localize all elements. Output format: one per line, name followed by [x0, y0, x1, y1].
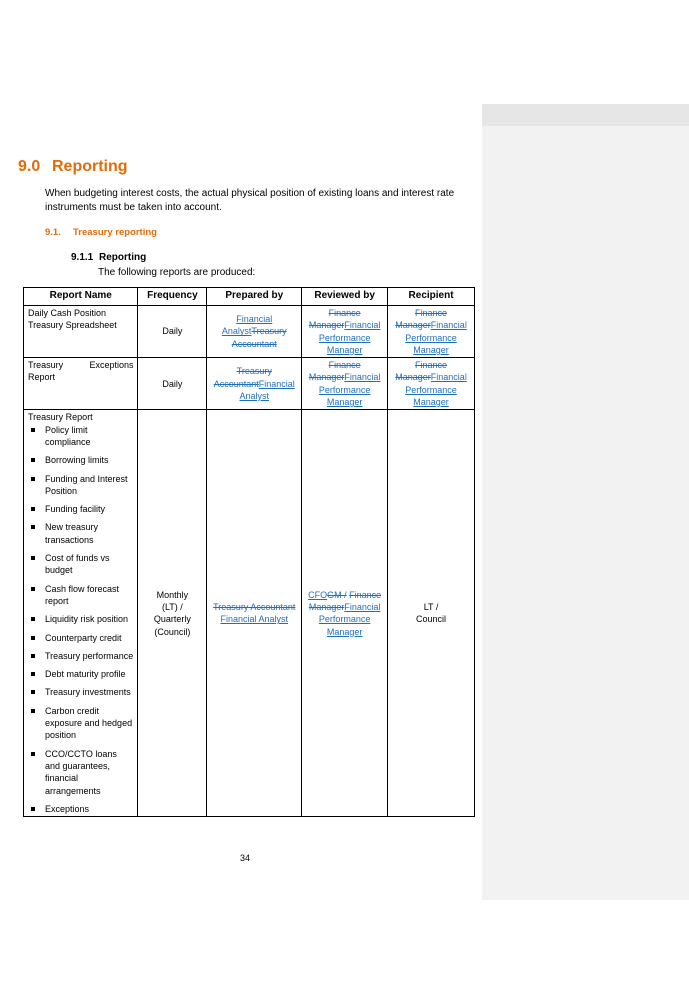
inserted-text: Financial Analyst [221, 314, 273, 337]
inserted-text: Financial Performance Manager [318, 320, 381, 355]
list-item: Liquidity risk position [28, 613, 133, 625]
lead-text: The following reports are produced: [98, 267, 256, 278]
inserted-text: CFO [308, 589, 328, 600]
inserted-text: Financial Performance Manager [318, 372, 381, 408]
prepared-by-cell: Treasury Accountant Financial Analyst [206, 409, 303, 818]
section-heading: 9.0 Reporting [18, 158, 128, 176]
table-row: Treasury Report Policy limit compliance … [22, 409, 475, 818]
list-item: CCO/CCTO loans and guarantees, financial… [28, 748, 133, 797]
list-item: Policy limit compliance [28, 424, 133, 449]
deleted-text: Finance Manager [308, 308, 361, 331]
frequency-line: Quarterly [153, 614, 191, 625]
reviewed-by-cell: Finance ManagerFinancial Performance Man… [301, 357, 389, 411]
comment-pane-header [482, 104, 689, 126]
report-name-word: Report [28, 372, 56, 383]
subsubsection-heading: 9.1.1 Reporting [71, 252, 146, 263]
list-item: New treasury transactions [28, 521, 133, 546]
deleted-text: Treasury Accountant [231, 326, 287, 349]
recipient-line: Council [416, 614, 447, 625]
inserted-text: Financial Performance Manager [318, 601, 381, 637]
table-header-row: Report Name Frequency Prepared by Review… [22, 287, 475, 306]
list-item: Exceptions [28, 803, 133, 815]
list-item: Carbon credit exposure and hedged positi… [28, 705, 133, 742]
recipient-cell: Finance ManagerFinancial Performance Man… [387, 304, 475, 359]
reports-table: Report Name Frequency Prepared by Review… [22, 287, 475, 818]
recipient-cell: Finance ManagerFinancial Performance Man… [387, 357, 475, 411]
frequency-cell: Daily [137, 304, 208, 359]
header-reviewed-by: Reviewed by [301, 287, 389, 306]
list-item: Funding and Interest Position [28, 473, 133, 498]
deleted-text: Finance Manager [308, 589, 382, 612]
frequency-line: Monthly [156, 589, 189, 600]
frequency-line: (Council) [154, 626, 191, 637]
list-item: Borrowing limits [28, 454, 133, 466]
header-recipient: Recipient [387, 287, 475, 306]
page-number: 34 [239, 853, 250, 863]
inserted-text: Financial Performance Manager [405, 372, 467, 408]
comment-pane [482, 104, 689, 900]
inserted-text: Financial Performance Manager [405, 320, 467, 355]
report-name-cell: Treasury Report Policy limit compliance … [22, 409, 139, 818]
deleted-text: Treasury Accountant [213, 366, 272, 389]
section-number: 9.0 [18, 158, 41, 175]
header-prepared-by: Prepared by [206, 287, 303, 306]
prepared-by-cell: Treasury AccountantFinancial Analyst [206, 357, 303, 411]
report-name: Treasury Report [28, 412, 93, 423]
inserted-text: Financial Analyst [239, 378, 295, 401]
deleted-text: Finance Manager [308, 360, 361, 383]
report-contents-list: Policy limit compliance Borrowing limits… [28, 424, 133, 815]
prepared-by-cell: Financial AnalystTreasury Accountant [206, 304, 303, 359]
subsubsection-title: Reporting [99, 252, 147, 263]
frequency-line: (LT) / [161, 601, 183, 612]
subsection-heading: 9.1. Treasury reporting [45, 227, 157, 238]
deleted-text: Treasury Accountant [213, 601, 296, 612]
list-item: Cash flow forecast report [28, 583, 133, 608]
frequency-cell: Monthly (LT) / Quarterly (Council) [137, 409, 208, 818]
frequency-cell: Daily [137, 357, 208, 411]
report-name-word: Exceptions [89, 360, 134, 371]
list-item: Funding facility [28, 503, 133, 515]
deleted-text: Finance Manager [395, 360, 448, 383]
report-name-cell: Daily Cash Position Treasury Spreadsheet [22, 304, 139, 359]
subsubsection-number: 9.1.1 [71, 252, 94, 263]
deleted-text: GM / [327, 589, 347, 600]
list-item: Treasury performance [28, 650, 133, 662]
deleted-text: Finance Manager [395, 308, 448, 331]
inserted-text: Financial Analyst [220, 614, 289, 625]
list-item: Cost of funds vs budget [28, 552, 133, 577]
header-report-name: Report Name [22, 287, 139, 306]
list-item: Treasury investments [28, 686, 133, 698]
subsection-number: 9.1. [45, 227, 61, 238]
header-frequency: Frequency [137, 287, 208, 306]
intro-paragraph: When budgeting interest costs, the actua… [45, 188, 455, 213]
list-item: Counterparty credit [28, 632, 133, 644]
table-row: Daily Cash Position Treasury Spreadsheet… [22, 304, 475, 359]
report-name-cell: Treasury Exceptions Report [22, 357, 139, 411]
table-row: Treasury Exceptions Report Daily Treasury… [22, 357, 475, 411]
subsection-title: Treasury reporting [73, 227, 157, 238]
report-name-word: Treasury [28, 360, 64, 371]
list-item: Debt maturity profile [28, 668, 133, 680]
reviewed-by-cell: Finance ManagerFinancial Performance Man… [301, 304, 389, 359]
recipient-cell: LT / Council [387, 409, 475, 818]
reviewed-by-cell: CFOGM / Finance ManagerFinancial Perform… [301, 409, 389, 818]
recipient-line: LT / [423, 601, 439, 612]
section-title: Reporting [52, 158, 128, 175]
